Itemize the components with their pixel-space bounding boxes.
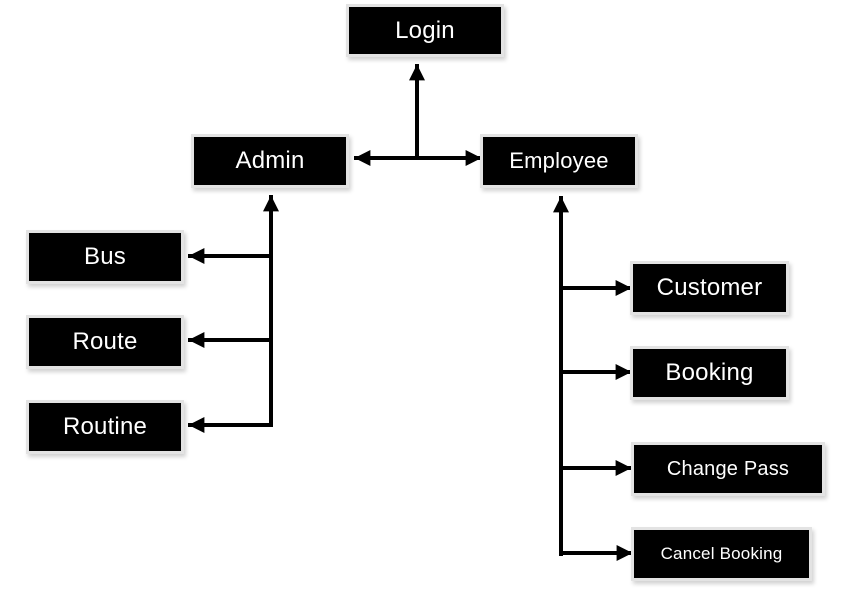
route-node: Route bbox=[29, 318, 181, 366]
admin-node: Admin bbox=[194, 137, 346, 185]
cancel-booking-node: Cancel Booking bbox=[634, 530, 809, 578]
change-pass-node: Change Pass bbox=[634, 445, 822, 493]
login-node: Login bbox=[349, 7, 501, 54]
employee-node: Employee bbox=[483, 137, 635, 185]
routine-node: Routine bbox=[29, 403, 181, 451]
bus-node: Bus bbox=[29, 233, 181, 281]
booking-node: Booking bbox=[633, 349, 786, 397]
customer-node: Customer bbox=[633, 264, 786, 312]
